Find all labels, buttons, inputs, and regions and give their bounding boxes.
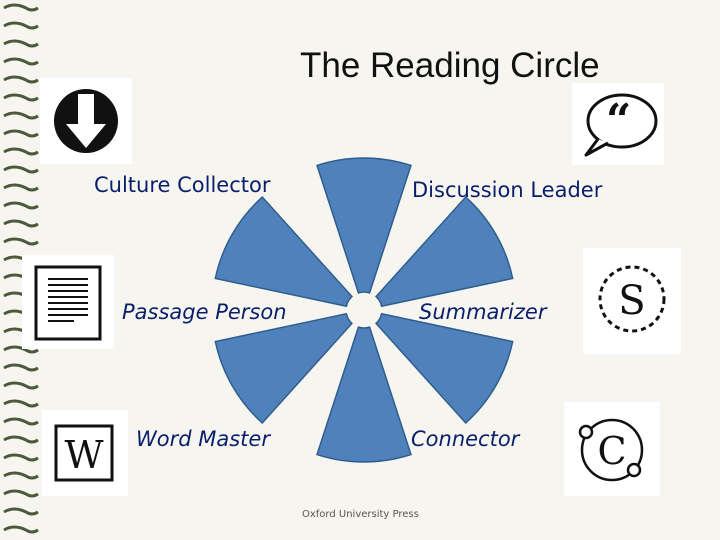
text-page-icon [22, 255, 114, 349]
binding-ring [3, 345, 39, 354]
down-arrow-circle-icon [40, 78, 132, 164]
binding-ring [3, 57, 39, 66]
slide-title: The Reading Circle [300, 46, 600, 85]
binding-ring [3, 435, 39, 444]
speech-bubble-quote-icon: “ [572, 83, 664, 165]
role-label-passage-person: Passage Person [122, 300, 287, 324]
binding-ring [3, 93, 39, 102]
role-label-discussion-leader: Discussion Leader [412, 178, 603, 202]
wheel-wedge-0 [316, 157, 412, 294]
wheel-wedge-1 [374, 195, 514, 308]
binding-ring [3, 471, 39, 480]
binding-ring [3, 525, 39, 534]
binding-ring [3, 237, 39, 246]
letter-w-box-icon: W [42, 410, 128, 496]
binding-ring [3, 417, 39, 426]
connector-letter: C [597, 429, 626, 473]
binding-ring [3, 399, 39, 408]
letter-s-circle-icon: S [583, 248, 681, 354]
wheel-wedge-2 [374, 312, 514, 425]
binding-ring [3, 489, 39, 498]
quote-mark: “ [606, 95, 631, 146]
binding-ring [3, 147, 39, 156]
binding-ring [3, 111, 39, 120]
footer-credit: Oxford University Press [302, 509, 419, 520]
binding-ring [3, 453, 39, 462]
binding-ring [3, 165, 39, 174]
wheel-wedge-3 [316, 326, 412, 463]
binding-ring [3, 381, 39, 390]
role-label-culture-collector: Culture Collector [94, 173, 271, 197]
wheel-wedge-4 [214, 312, 354, 425]
wheel-wedge-5 [214, 195, 354, 308]
binding-ring [3, 219, 39, 228]
role-label-connector: Connector [411, 427, 520, 451]
binding-ring [3, 21, 39, 30]
binding-ring [3, 39, 39, 48]
binding-ring [3, 75, 39, 84]
role-label-word-master: Word Master [136, 427, 270, 451]
binding-ring [3, 507, 39, 516]
letter-c-orbit-icon: C [564, 402, 660, 496]
summarizer-letter: S [618, 278, 645, 324]
binding-ring [3, 201, 39, 210]
binding-ring [3, 183, 39, 192]
word-master-letter: W [64, 433, 103, 477]
role-label-summarizer: Summarizer [419, 300, 547, 324]
binding-ring [3, 3, 39, 12]
binding-ring [3, 129, 39, 138]
binding-ring [3, 363, 39, 372]
